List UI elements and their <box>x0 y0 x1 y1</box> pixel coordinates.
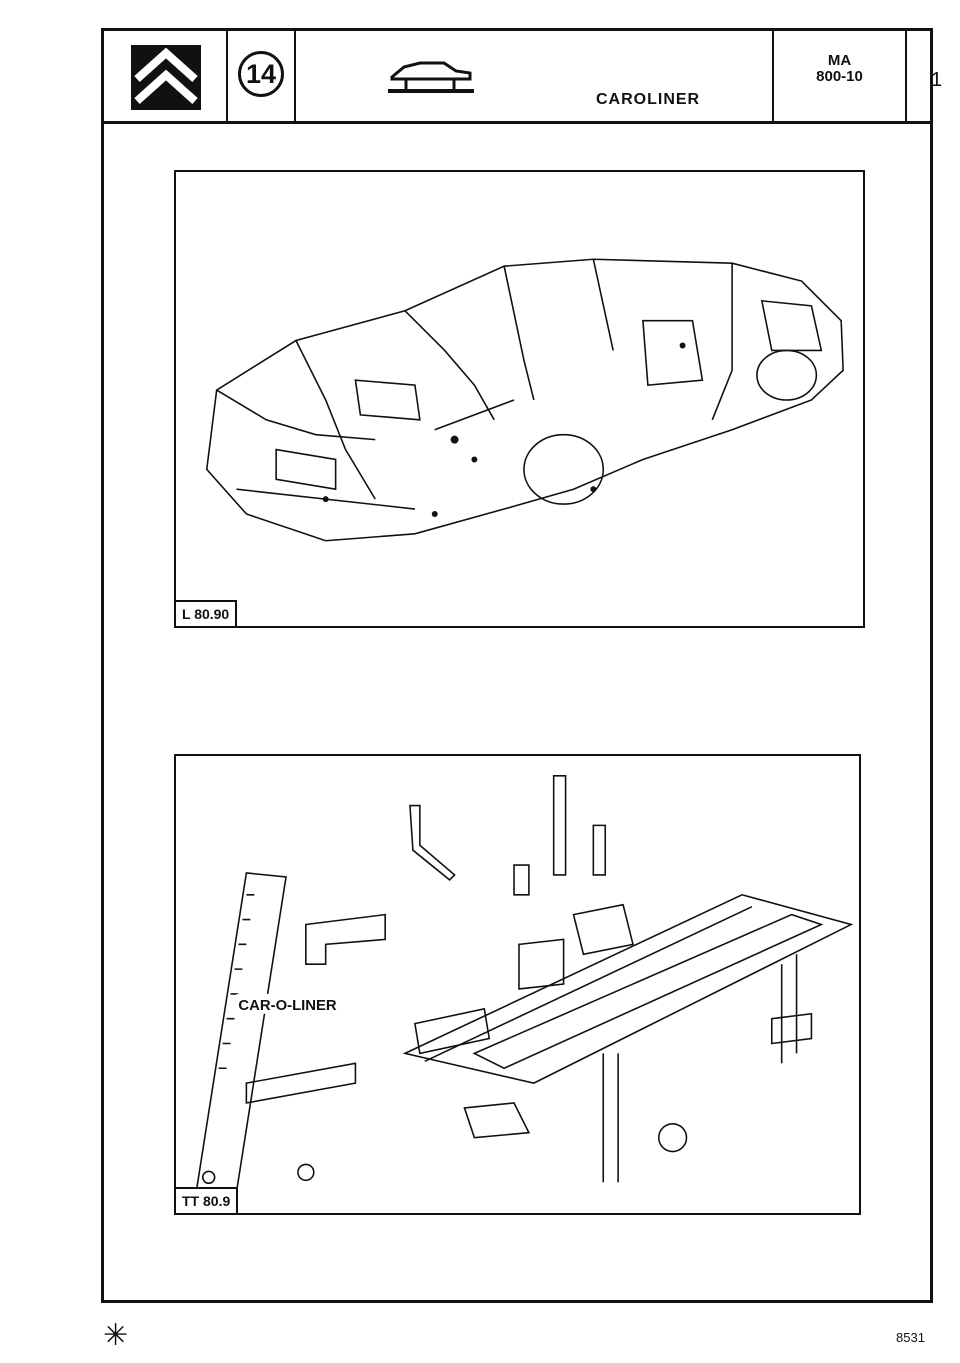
figure-label: L 80.90 <box>174 600 238 628</box>
reference-cell: MA 800-10 <box>774 31 907 121</box>
section-number: 14 <box>238 51 284 97</box>
caroliner-bench-illustration: CAR-O-LINER <box>195 775 854 1194</box>
document-frame: 14 CAROLINER MA 800-10 1 <box>101 28 942 1303</box>
document-title: CAROLINER <box>596 91 701 108</box>
chevron-icon <box>134 47 198 104</box>
car-on-bench-icon <box>388 61 474 93</box>
brand-text: CAR-O-LINER <box>238 998 336 1014</box>
reference-line-2: 800-10 <box>816 68 863 85</box>
footer-symbol: ✳ <box>103 1319 129 1352</box>
sheet-number: 1 <box>931 69 943 91</box>
section-number-cell: 14 <box>228 31 296 121</box>
reference-line-1: MA <box>827 52 852 69</box>
footer-code: 8531 <box>896 1330 925 1345</box>
car-o-liner-brand: CAR-O-LINER <box>236 993 356 1014</box>
car-body-illustration <box>205 258 844 542</box>
header-bar: 14 CAROLINER MA 800-10 1 <box>104 31 942 124</box>
citroen-logo <box>131 45 201 110</box>
logo-cell <box>104 31 228 121</box>
title-cell: CAROLINER <box>296 31 774 121</box>
figure-caroliner-bench: CAR-O-LINER TT 80.9 <box>174 754 861 1215</box>
figure-car-body: L 80.90 <box>174 170 865 628</box>
figure-label: TT 80.9 <box>174 1187 239 1215</box>
